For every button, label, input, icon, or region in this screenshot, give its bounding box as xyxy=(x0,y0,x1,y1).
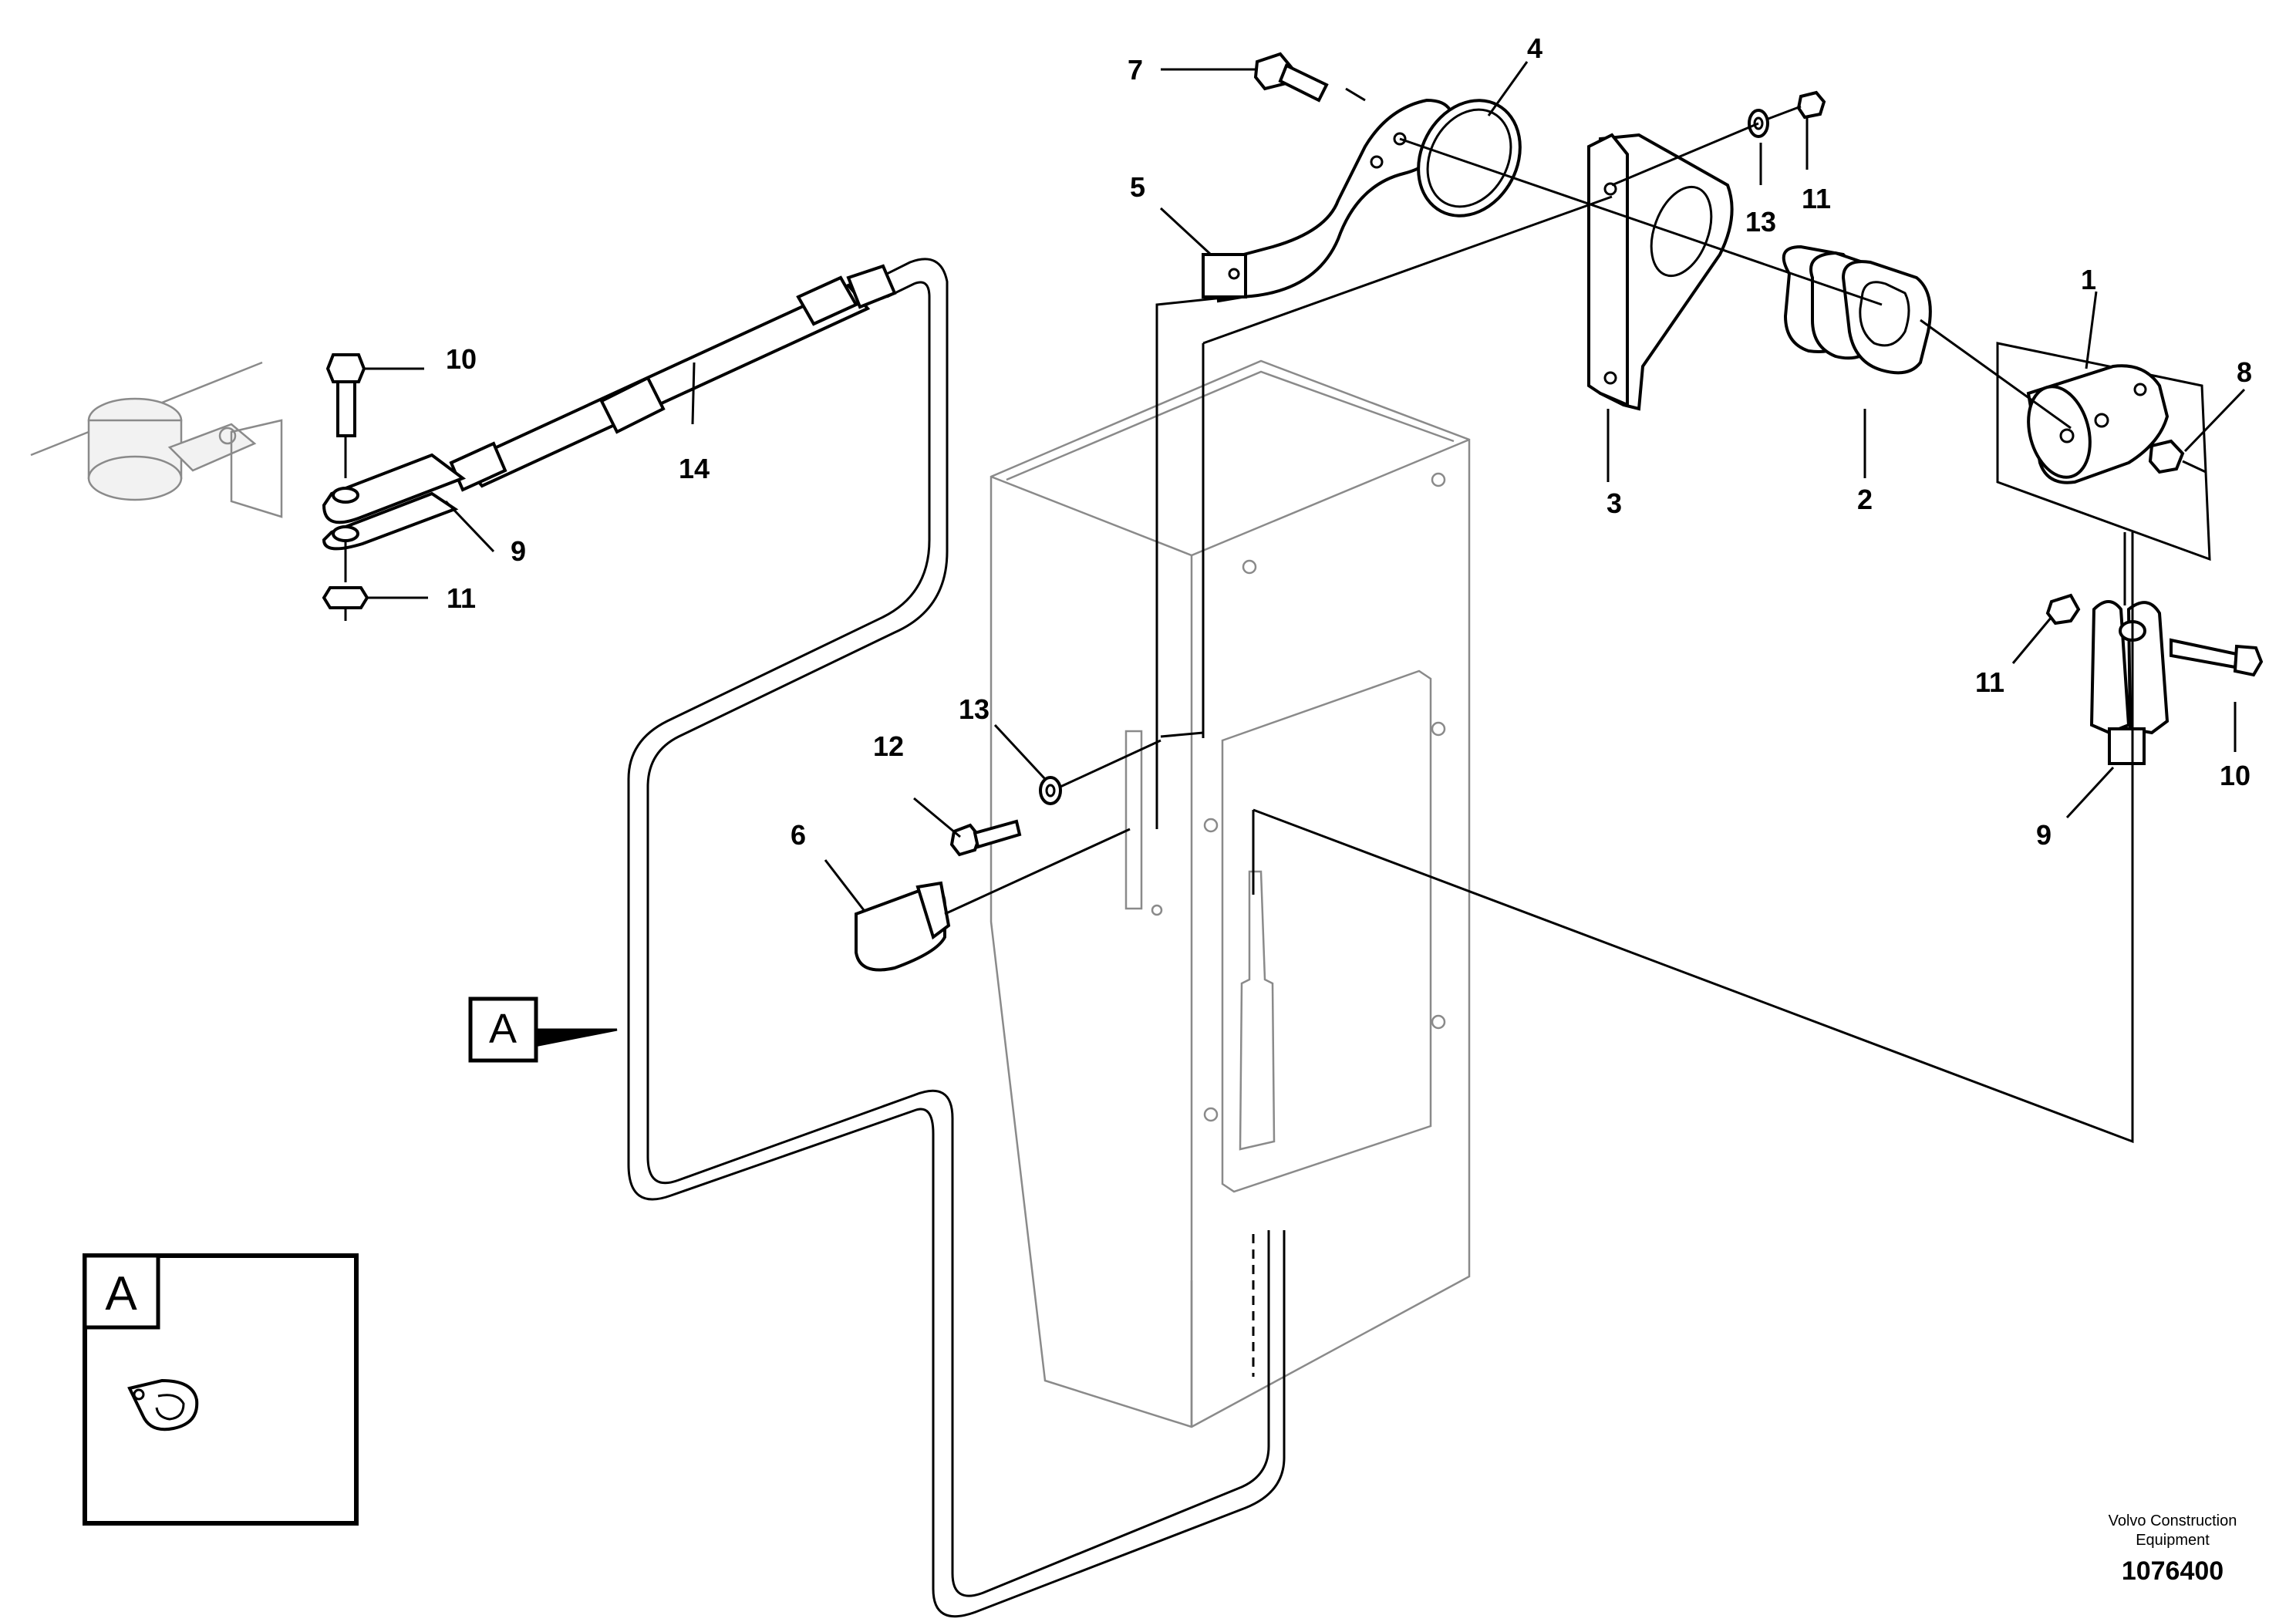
lever-arm xyxy=(1202,98,1455,303)
callout-9-left: 9 xyxy=(511,535,526,567)
callout-11-right: 11 xyxy=(1975,666,2004,698)
bracket xyxy=(1587,133,1734,411)
control-cable-routing xyxy=(627,258,1286,1618)
hose-clamp xyxy=(127,1378,199,1431)
callout-8: 8 xyxy=(2237,356,2252,388)
callout-10-right: 10 xyxy=(2220,760,2250,791)
credit-line-1: Volvo Construction xyxy=(2109,1512,2237,1529)
fork-9-right xyxy=(2045,532,2264,765)
nut-11-left xyxy=(322,540,369,621)
callout-7: 7 xyxy=(1128,54,1143,86)
bolt-10-left xyxy=(325,353,366,478)
detail-box-a: A xyxy=(83,1253,359,1526)
callout-13-mid: 13 xyxy=(959,693,990,725)
callout-labels: 1 2 3 4 5 6 7 8 9 9 10 10 11 11 11 12 13… xyxy=(302,32,2252,1419)
bolt-7 xyxy=(1253,52,1329,103)
gearbox-lever-reference xyxy=(30,361,283,518)
callout-3: 3 xyxy=(1607,487,1622,519)
view-marker-label: A xyxy=(489,1006,517,1052)
credit-line-2: Equipment xyxy=(2136,1532,2210,1549)
control-housing xyxy=(990,359,1471,1428)
nut-11-top xyxy=(1796,90,1826,120)
control-cable xyxy=(322,264,897,551)
callout-10-left: 10 xyxy=(446,343,477,375)
callout-9-right: 9 xyxy=(2036,819,2052,851)
nut-8 xyxy=(2148,439,2207,474)
callout-1: 1 xyxy=(2081,264,2096,295)
document-number: 1076400 xyxy=(2122,1556,2224,1586)
washer-13-mid xyxy=(1039,776,1062,805)
callout-12: 12 xyxy=(873,730,904,762)
o-ring xyxy=(1417,99,1522,218)
knob xyxy=(855,881,951,972)
bolt-12 xyxy=(949,819,1022,857)
view-marker-a: A xyxy=(468,996,618,1063)
callout-14: 14 xyxy=(679,453,710,484)
callout-2: 2 xyxy=(1857,484,1873,515)
callout-6: 6 xyxy=(791,819,806,851)
callout-leaders xyxy=(251,61,2246,1413)
callout-13-top: 13 xyxy=(1745,206,1776,238)
callout-5: 5 xyxy=(1130,171,1145,203)
drawing-credit: Volvo Construction Equipment 1076400 xyxy=(2109,1512,2237,1586)
grommet xyxy=(1782,244,1932,375)
assembly-lines xyxy=(944,87,2134,1144)
callout-4: 4 xyxy=(1527,32,1542,64)
detail-box-label: A xyxy=(105,1267,137,1320)
callout-11-top: 11 xyxy=(1802,183,1831,214)
callout-11-left: 11 xyxy=(447,582,476,614)
